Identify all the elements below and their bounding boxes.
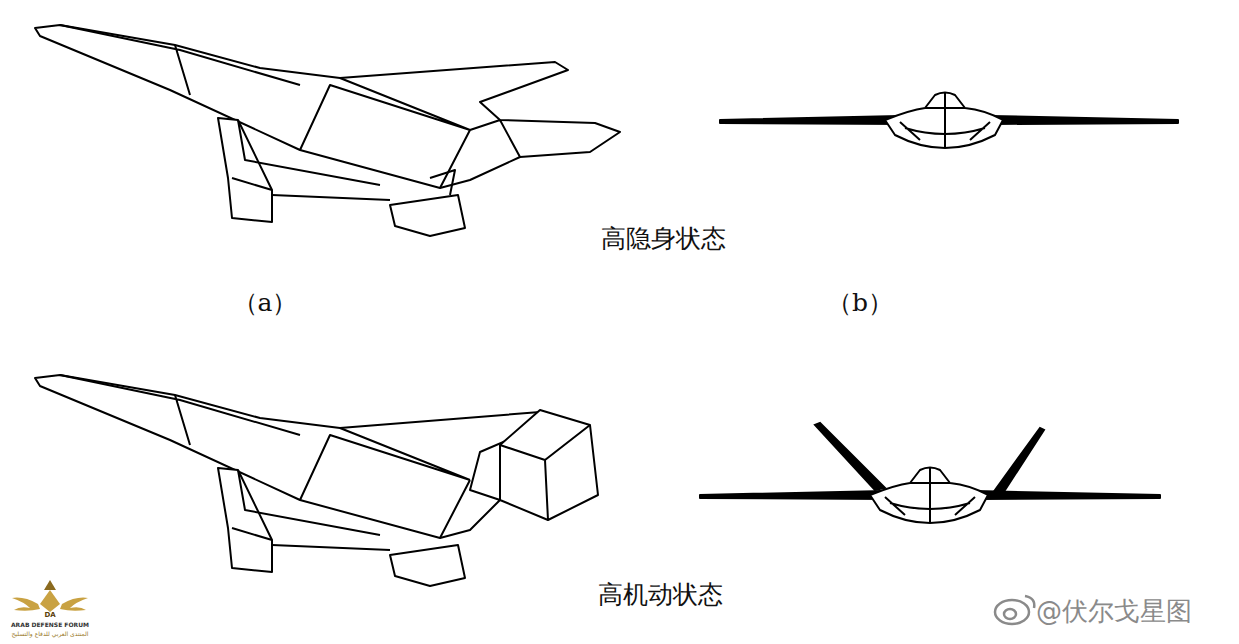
aircraft-side-maneuver: [35, 375, 598, 586]
aircraft-side-stealth: [35, 25, 620, 236]
v-tail: [815, 423, 1044, 490]
panel-letter: （b）: [827, 288, 893, 318]
logo-text: المنتدى العربي للدفاع والتسليح: [12, 630, 89, 637]
logo-mark: DA: [44, 611, 55, 619]
state-caption: 高机动状态: [598, 580, 723, 610]
watermark: @伏尔戈星图: [1036, 596, 1192, 627]
state-caption: 高隐身状态: [601, 224, 726, 254]
weibo-icon: [995, 596, 1034, 624]
forum-logo: [12, 580, 88, 612]
logo-text: ARAB DEFENSE FORUM: [11, 621, 89, 628]
panel-letter: （a）: [233, 288, 298, 318]
aircraft-front-maneuver: [700, 468, 1160, 524]
aircraft-front-stealth: [720, 93, 1178, 149]
